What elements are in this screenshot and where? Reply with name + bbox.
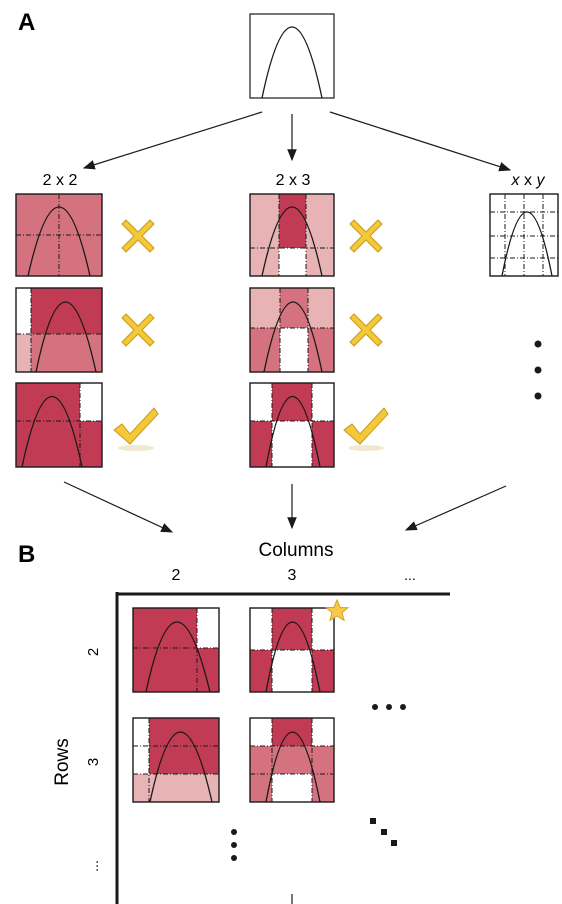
column-tick-more: ... bbox=[404, 567, 416, 583]
column-tick-2: 2 bbox=[172, 567, 181, 584]
row-tick-3: 3 bbox=[85, 758, 102, 766]
col-label-xxy: x x y bbox=[511, 172, 546, 189]
vertical-ellipsis-icon bbox=[534, 340, 542, 400]
arrow-to-2x2 bbox=[82, 111, 263, 170]
arrow-from-2x2 bbox=[63, 481, 174, 533]
matrix-cell-3x2 bbox=[132, 717, 220, 803]
grid-2x3-option-1 bbox=[249, 193, 335, 277]
column-tick-3: 3 bbox=[288, 567, 297, 584]
diagonal-ellipsis-icon bbox=[370, 818, 397, 846]
cross-icon bbox=[349, 219, 383, 253]
source-curve-box bbox=[249, 13, 335, 99]
col-label-2x3: 2 x 3 bbox=[276, 172, 311, 189]
panel-a-label: A bbox=[18, 9, 35, 36]
check-icon bbox=[113, 407, 159, 451]
grid-xxy-example bbox=[489, 193, 559, 277]
star-icon bbox=[324, 598, 350, 622]
matrix-axes bbox=[115, 592, 450, 904]
rows-title: Rows bbox=[52, 738, 73, 786]
horizontal-ellipsis-icon bbox=[372, 704, 406, 710]
vertical-ellipsis-icon bbox=[231, 829, 237, 861]
grid-2x2-option-1 bbox=[15, 193, 103, 277]
panel-b-label: B bbox=[18, 541, 35, 568]
columns-title: Columns bbox=[259, 540, 334, 561]
cross-icon bbox=[121, 313, 155, 347]
grid-2x3-option-2 bbox=[249, 287, 335, 373]
grid-2x3-option-3 bbox=[249, 382, 335, 468]
arrow-from-xxy bbox=[404, 485, 507, 531]
matrix-cell-3x3 bbox=[249, 717, 335, 803]
col-label-2x2: 2 x 2 bbox=[43, 172, 78, 189]
grid-2x2-option-3 bbox=[15, 382, 103, 468]
row-tick-more: ... bbox=[85, 860, 101, 872]
row-tick-2: 2 bbox=[85, 648, 102, 656]
matrix-cell-2x3 bbox=[249, 607, 335, 693]
cross-icon bbox=[121, 219, 155, 253]
arrow-to-xxy bbox=[329, 111, 512, 172]
matrix-cell-2x2 bbox=[132, 607, 220, 693]
cross-icon bbox=[349, 313, 383, 347]
grid-2x2-option-2 bbox=[15, 287, 103, 373]
check-icon bbox=[343, 407, 389, 451]
